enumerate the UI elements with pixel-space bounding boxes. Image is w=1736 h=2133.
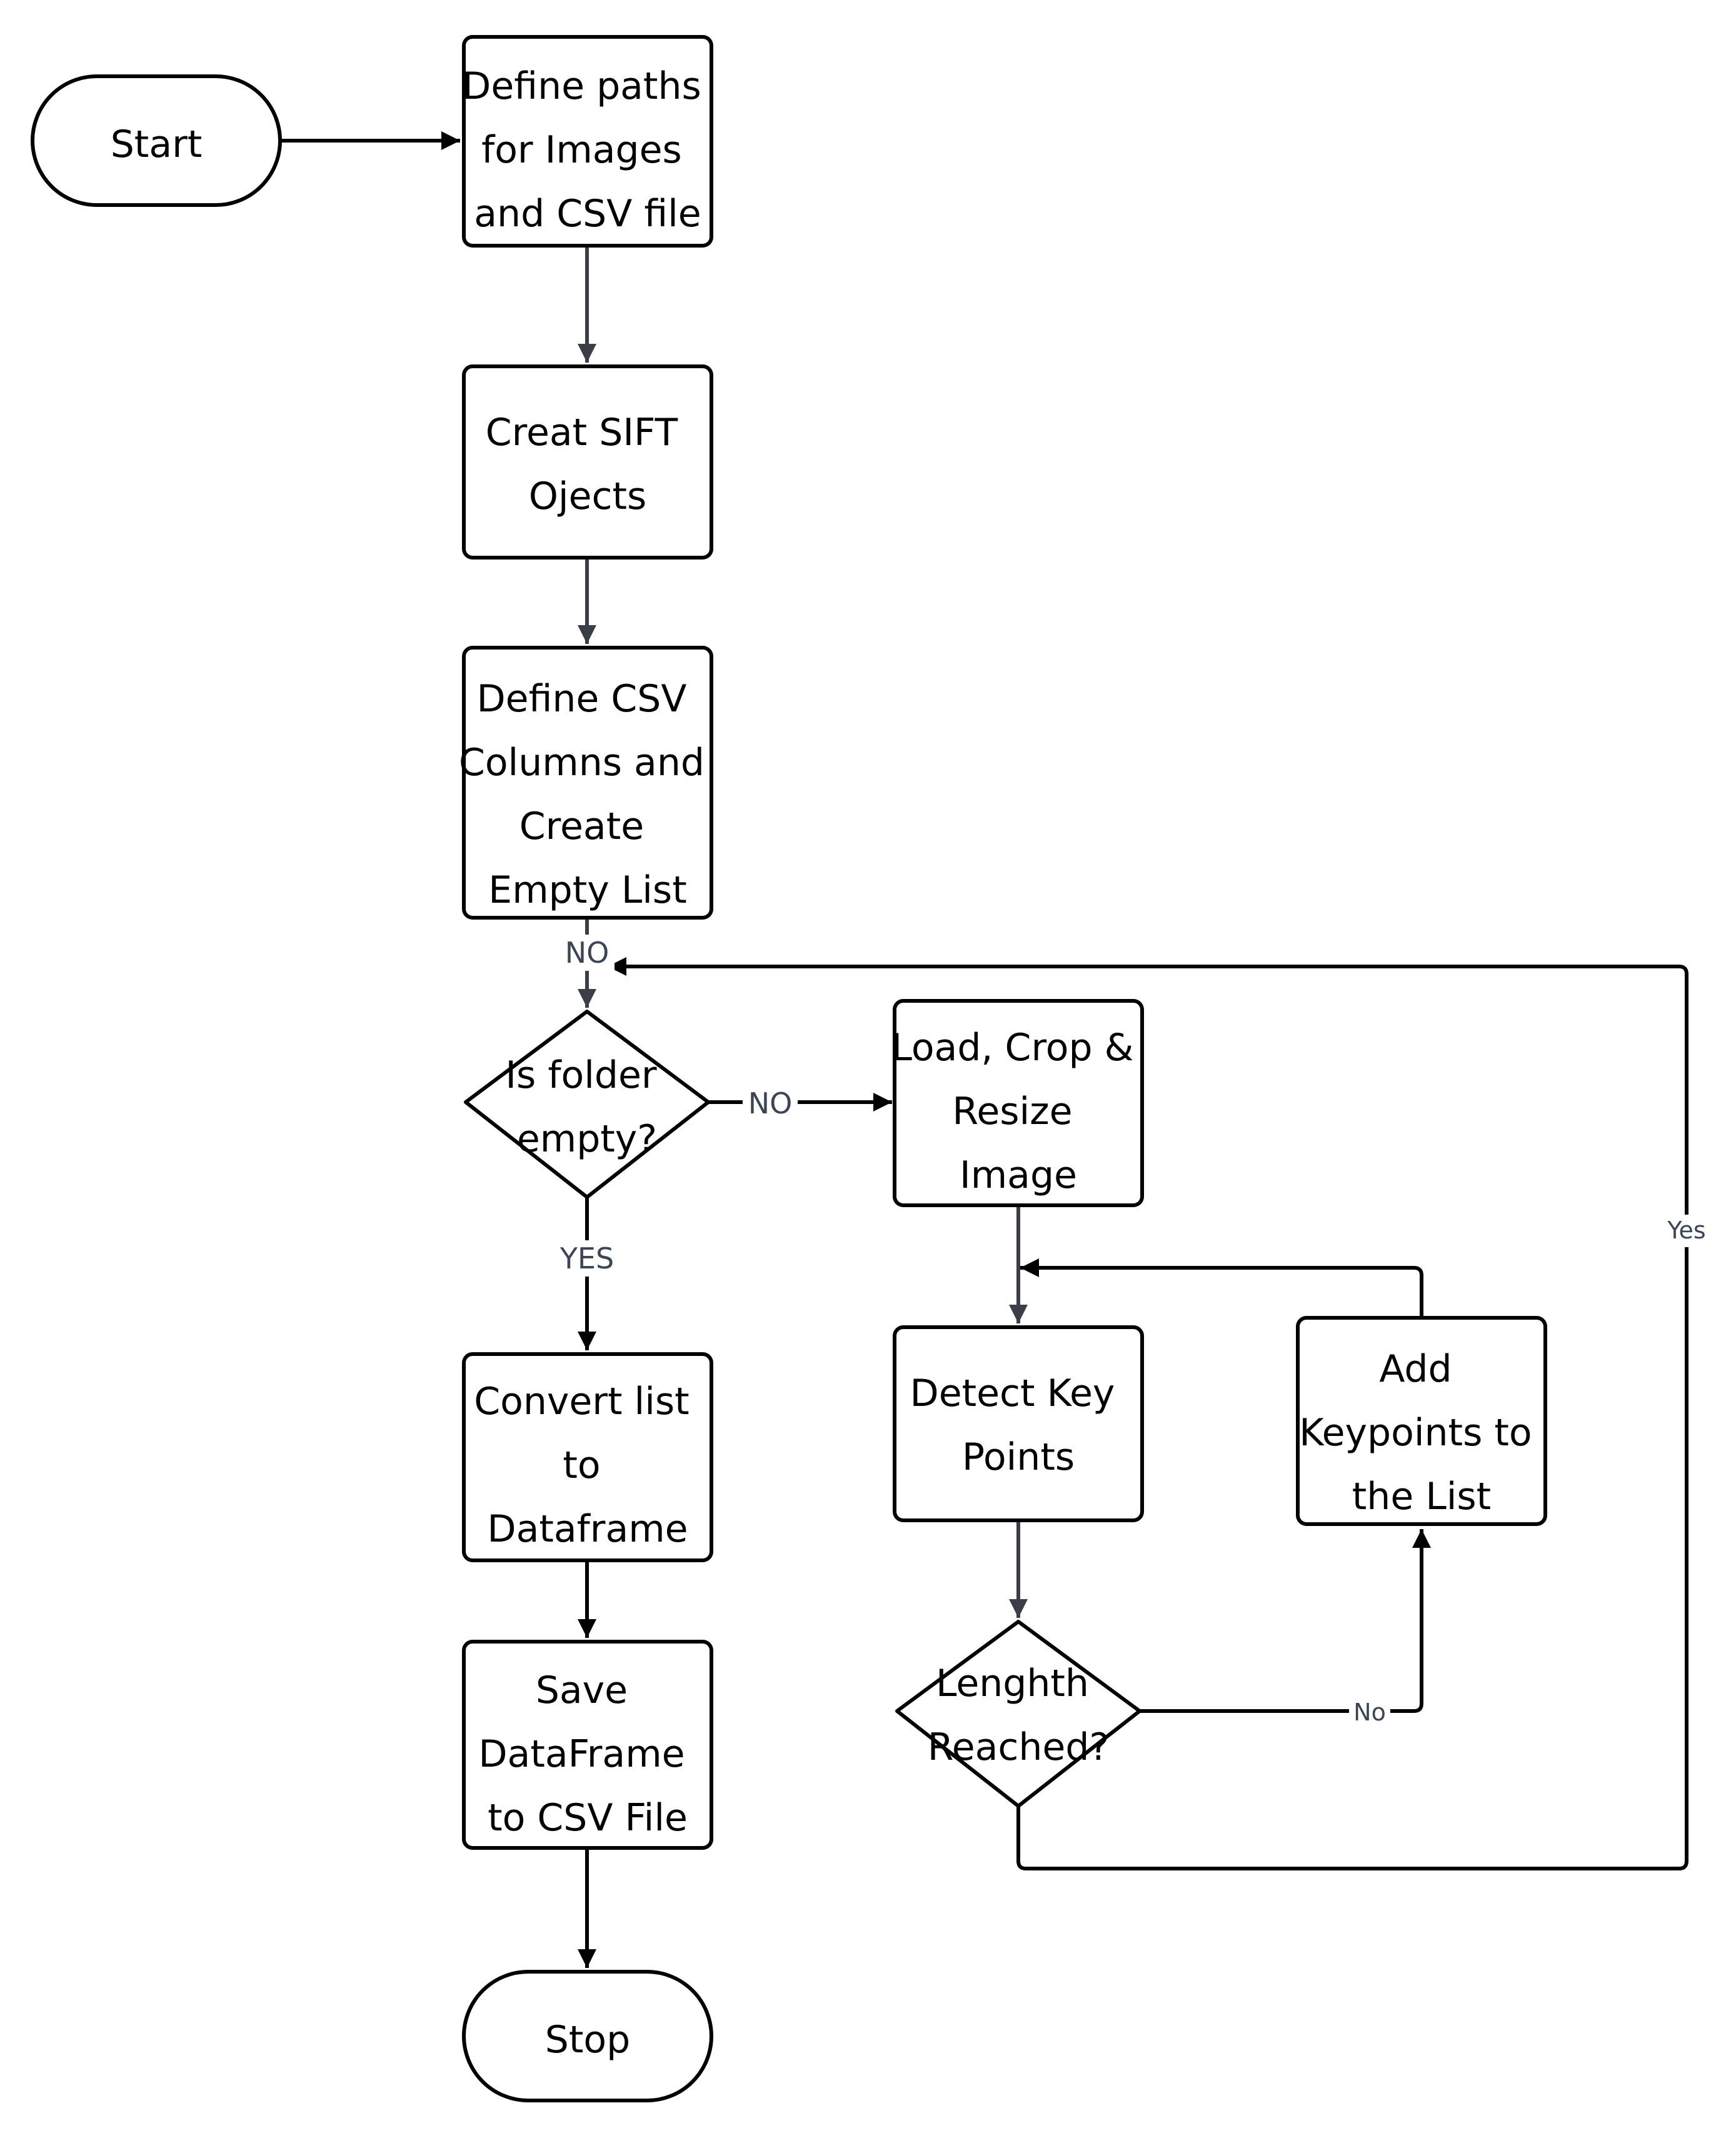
node-define-csv: Define CSV Columns and Create Empty List xyxy=(459,646,716,920)
add-kp-label: Add Keypoints to the List xyxy=(1299,1347,1543,1518)
node-folder-empty-decision: Is folder empty? xyxy=(464,1010,710,1199)
save-df-label: Save DataFrame to CSV File xyxy=(478,1669,696,1840)
edge-length-yes-back-to-folder xyxy=(608,957,1688,1870)
detect-kp-label: Detect Key Points xyxy=(910,1372,1127,1479)
node-add-kp: Add Keypoints to the List xyxy=(1296,1316,1547,1526)
edge-labels: NO NO YES No Yes xyxy=(550,935,1709,1726)
node-start: Start xyxy=(31,74,282,207)
folder-empty-label: Is folder empty? xyxy=(505,1053,668,1161)
stop-label: Stop xyxy=(545,2018,630,2062)
node-stop: Stop xyxy=(462,1970,713,2102)
edge-length-no-to-add-kp xyxy=(1140,1529,1431,1713)
loop-entry-no-label: NO xyxy=(565,936,610,970)
node-load-crop: Load, Crop & Resize Image xyxy=(891,999,1145,1207)
node-create-sift: Creat SIFT Ojects xyxy=(462,364,713,560)
node-save-df: Save DataFrame to CSV File xyxy=(462,1640,713,1850)
node-define-paths: Define paths for Images and CSV file xyxy=(462,35,713,248)
node-length-reached-decision: Lenghth Reached? xyxy=(895,1620,1141,1808)
folder-no-label: NO xyxy=(748,1087,793,1120)
create-sift-label: Creat SIFT Ojects xyxy=(486,411,690,518)
folder-yes-label: YES xyxy=(559,1242,614,1275)
start-label: Start xyxy=(111,123,203,166)
convert-list-label: Convert list to Dataframe xyxy=(474,1380,701,1551)
load-crop-label: Load, Crop & Resize Image xyxy=(891,1026,1145,1197)
define-csv-label: Define CSV Columns and Create Empty List xyxy=(459,677,716,912)
length-no-label: No xyxy=(1353,1699,1386,1726)
length-reached-label: Lenghth Reached? xyxy=(928,1662,1110,1769)
edge-add-kp-back-to-detect-kp xyxy=(1020,1258,1423,1318)
node-convert-list: Convert list to Dataframe xyxy=(462,1352,713,1562)
define-paths-label: Define paths for Images and CSV file xyxy=(462,64,713,236)
length-yes-label: Yes xyxy=(1667,1217,1705,1244)
node-detect-kp: Detect Key Points xyxy=(893,1325,1144,1522)
